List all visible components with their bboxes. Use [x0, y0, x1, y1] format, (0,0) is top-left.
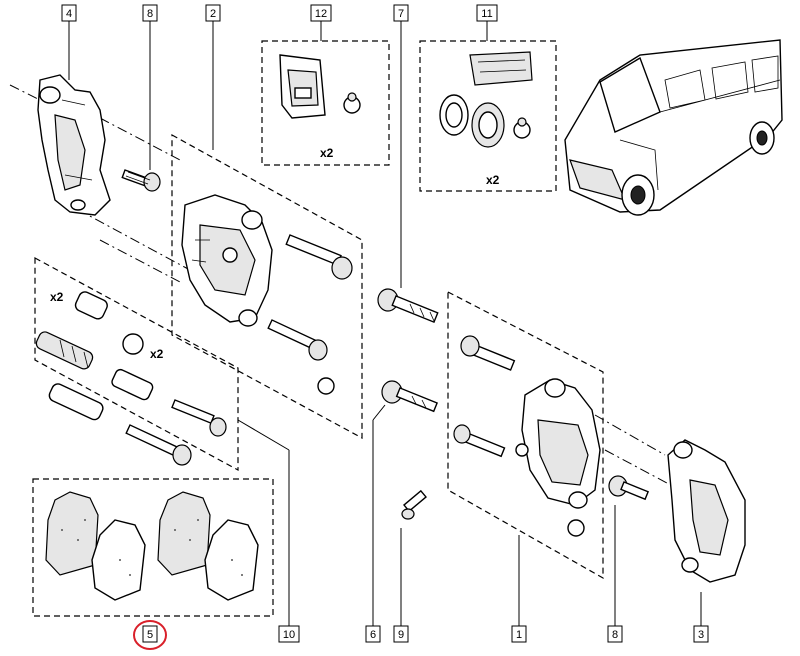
part-5-brake-pads [45, 491, 259, 601]
part-6-bolt [381, 380, 438, 413]
callout-6: 6 [365, 625, 381, 643]
svg-text:3: 3 [698, 629, 704, 641]
part-8-bolt-upper [121, 169, 161, 192]
part-11-seal-kit [439, 51, 533, 148]
kit-box-10-guides [34, 256, 239, 472]
svg-text:7: 7 [398, 8, 404, 20]
callout-4: 4 [61, 4, 77, 22]
svg-text:6: 6 [370, 629, 376, 641]
svg-text:10: 10 [283, 629, 295, 641]
callout-10: 10 [278, 625, 300, 643]
part-7-bolt [377, 288, 439, 324]
kit-box-11-seals [419, 40, 557, 192]
part-1-caliper-lower [453, 335, 601, 537]
svg-text:9: 9 [398, 629, 404, 641]
part-12-clip-kit [279, 54, 361, 119]
caps-multiplier: x2 [150, 347, 164, 361]
callout-12: 12 [310, 4, 332, 22]
svg-text:11: 11 [481, 8, 492, 20]
svg-text:1: 1 [516, 629, 522, 641]
kit-box-2-caliper [171, 133, 363, 440]
sleeves-multiplier: x2 [50, 290, 64, 304]
kit-box-5-pads [32, 478, 274, 617]
kit-12-multiplier: x2 [320, 146, 334, 160]
callout-11: 11 [476, 4, 498, 22]
svg-text:8: 8 [147, 8, 153, 20]
callout-2: 2 [205, 4, 221, 22]
leader-lines [68, 20, 702, 626]
callout-5: 5 [133, 620, 167, 650]
part-2-caliper-upper [181, 194, 353, 395]
part-9-bleed-screw [401, 489, 427, 520]
callout-5-highlight-ring [133, 620, 167, 650]
part-3-bracket-right [667, 439, 746, 583]
kit-11-multiplier: x2 [486, 173, 500, 187]
callout-9: 9 [393, 625, 409, 643]
callout-8-upper: 8 [142, 4, 158, 22]
svg-text:4: 4 [66, 8, 72, 20]
part-10-guide-kit [35, 291, 227, 466]
callout-1: 1 [511, 625, 527, 643]
callout-8-lower: 8 [607, 625, 623, 643]
part-4-bracket-left [37, 74, 111, 216]
svg-text:8: 8 [612, 629, 618, 641]
svg-text:2: 2 [210, 8, 216, 20]
kit-box-1-caliper [447, 291, 604, 580]
svg-text:12: 12 [315, 8, 327, 20]
callout-3: 3 [693, 625, 709, 643]
callout-7: 7 [393, 4, 409, 22]
svg-text:5: 5 [147, 629, 153, 641]
van-illustration [564, 39, 783, 216]
kit-box-12-clips [261, 40, 390, 166]
part-8-bolt-lower [608, 475, 650, 501]
